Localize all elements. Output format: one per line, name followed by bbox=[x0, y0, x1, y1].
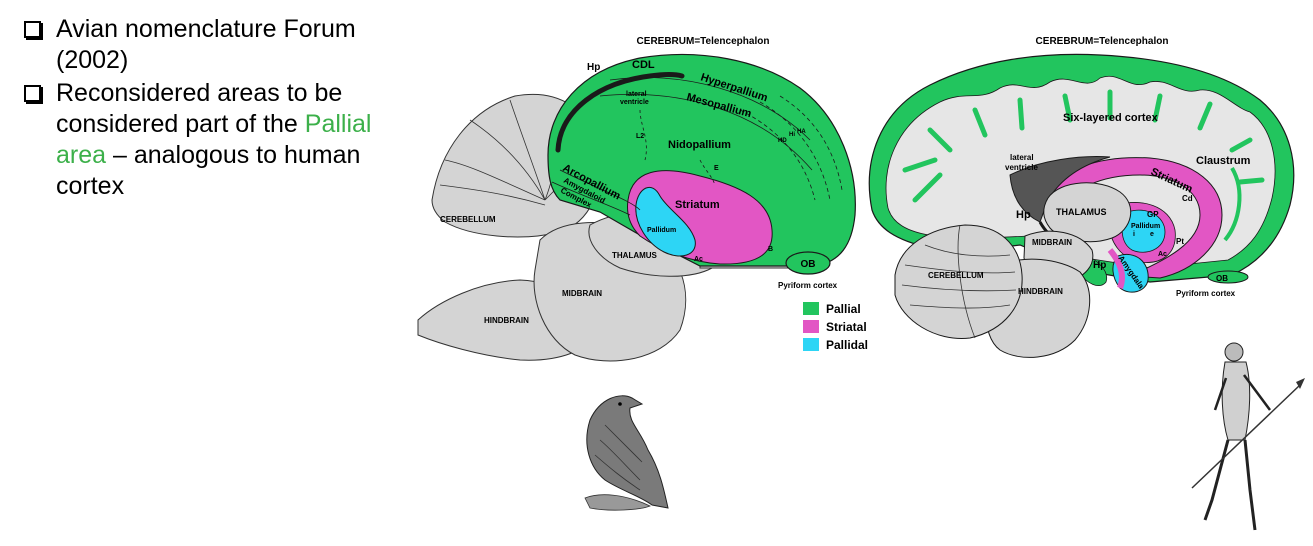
human-brain-diagram: CEREBRUM=Telencephalon Six-la bbox=[869, 36, 1293, 357]
bird-label-cerebellum: CEREBELLUM bbox=[440, 215, 496, 224]
human-label-ac: Ac bbox=[1158, 251, 1167, 258]
human-label-ob: OB bbox=[1216, 274, 1228, 283]
caveman-torso bbox=[1222, 362, 1250, 440]
human-label-hindbrain: HINDBRAIN bbox=[1018, 287, 1063, 296]
human-label-i: i bbox=[1133, 231, 1135, 238]
bird-label-ha: HA bbox=[797, 129, 806, 135]
bird-label-midbrain: MIDBRAIN bbox=[562, 289, 602, 298]
human-label-midbrain: MIDBRAIN bbox=[1032, 238, 1072, 247]
bird-brain-diagram: CEREBRUM=Telencephalon Hp CDL Hyperpalli… bbox=[418, 36, 855, 361]
human-label-cerebellum: CEREBELLUM bbox=[928, 271, 984, 280]
crow-eye bbox=[618, 402, 622, 406]
bird-label-striatum: Striatum bbox=[675, 199, 720, 211]
bird-label-ob: OB bbox=[801, 259, 816, 270]
bird-label-hd: HD bbox=[778, 138, 787, 144]
bird-label-pyriform: Pyriform cortex bbox=[778, 281, 838, 290]
legend-label-pallidal: Pallidal bbox=[826, 338, 868, 352]
bird-label-pallidum: Pallidum bbox=[647, 227, 676, 234]
human-label-ventricle: ventricle bbox=[1005, 163, 1038, 172]
bird-label-nidopallium: Nidopallium bbox=[668, 139, 731, 151]
human-label-thalamus: THALAMUS bbox=[1056, 207, 1107, 217]
bird-label-e: E bbox=[714, 165, 719, 172]
human-label-cd: Cd bbox=[1182, 194, 1193, 203]
bird-label-hindbrain: HINDBRAIN bbox=[484, 316, 529, 325]
human-label-pyriform: Pyriform cortex bbox=[1176, 289, 1236, 298]
bird-title: CEREBRUM=Telencephalon bbox=[637, 36, 770, 47]
caveman-head bbox=[1225, 343, 1243, 361]
crow-illustration bbox=[585, 396, 668, 510]
bird-label-ac: Ac bbox=[694, 256, 703, 263]
human-label-hp: Hp bbox=[1016, 209, 1031, 221]
human-olfactory-bulb bbox=[1208, 271, 1248, 283]
human-label-gp: GP bbox=[1147, 210, 1159, 219]
bird-label-ventricle: ventricle bbox=[620, 99, 649, 106]
legend-swatch-striatal bbox=[803, 320, 819, 333]
legend-label-pallial: Pallial bbox=[826, 302, 861, 316]
bird-label-l2: L2 bbox=[636, 133, 644, 140]
bird-label-cdl: CDL bbox=[632, 59, 655, 71]
bird-label-thalamus: THALAMUS bbox=[612, 251, 658, 260]
caveman-legs bbox=[1205, 440, 1255, 530]
human-label-hp2: Hp bbox=[1093, 260, 1106, 271]
bird-label-lateral: lateral bbox=[626, 91, 647, 98]
human-label-six-layered: Six-layered cortex bbox=[1063, 112, 1159, 124]
bird-label-b: B bbox=[768, 246, 773, 253]
legend: Pallial Striatal Pallidal bbox=[803, 302, 868, 352]
human-label-pallidum: Pallidum bbox=[1131, 223, 1160, 230]
bird-label-hi: Hi bbox=[789, 132, 795, 138]
human-label-lateral: lateral bbox=[1010, 153, 1034, 162]
human-label-claustrum: Claustrum bbox=[1196, 155, 1251, 167]
human-label-e: e bbox=[1150, 231, 1154, 238]
legend-swatch-pallial bbox=[803, 302, 819, 315]
caveman-illustration bbox=[1192, 343, 1305, 530]
human-title: CEREBRUM=Telencephalon bbox=[1036, 36, 1169, 47]
legend-swatch-pallidal bbox=[803, 338, 819, 351]
crow-body bbox=[587, 396, 668, 508]
human-label-pt: Pt bbox=[1176, 237, 1184, 246]
legend-label-striatal: Striatal bbox=[826, 320, 867, 334]
bird-label-hp: Hp bbox=[587, 62, 600, 73]
